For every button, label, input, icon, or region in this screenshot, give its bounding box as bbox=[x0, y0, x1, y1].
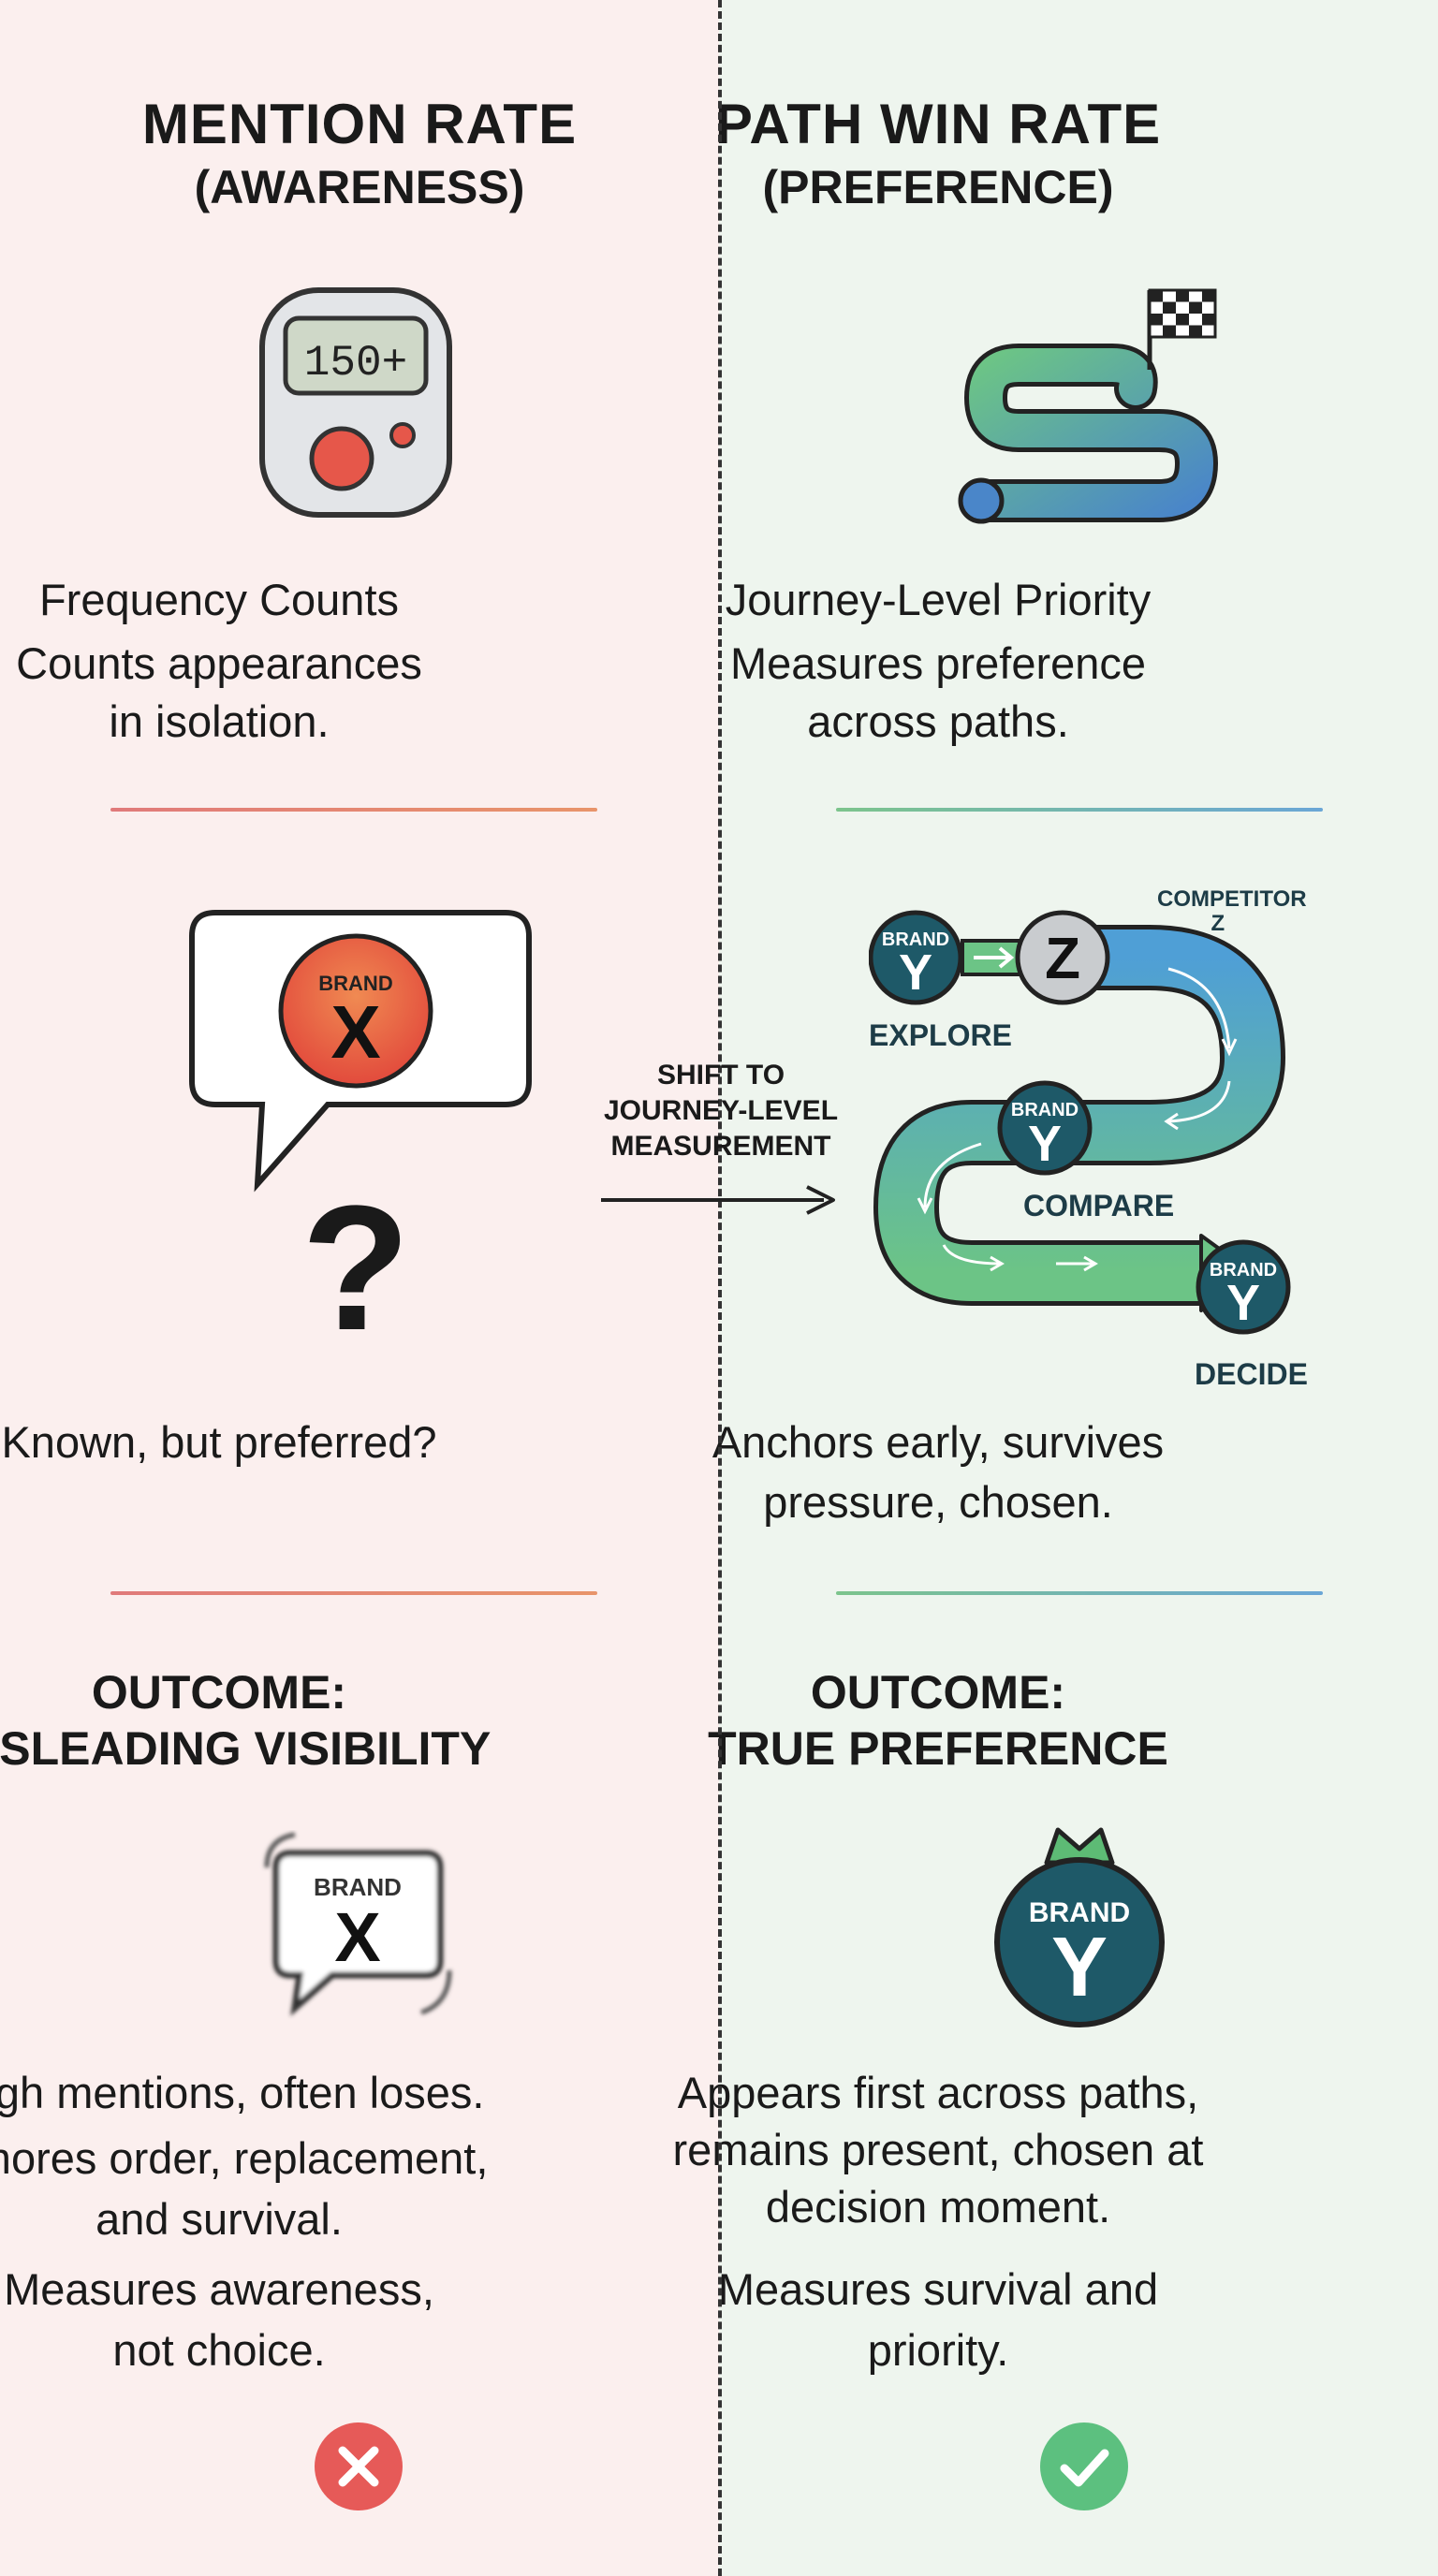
blurred-brand-letter: X bbox=[334, 1898, 380, 1976]
x-circle-icon bbox=[315, 2422, 403, 2510]
crowned-brand-letter: Y bbox=[1051, 1921, 1108, 2014]
decide-brand-y-icon: BRAND Y bbox=[1196, 1239, 1291, 1335]
journey-path-diagram: BRAND Y Z BRAND Y bbox=[869, 910, 1285, 1312]
brand-x-letter: X bbox=[330, 990, 380, 1074]
right-divider-2 bbox=[836, 1591, 1323, 1595]
decide-brand-letter: Y bbox=[1226, 1275, 1260, 1331]
competitor-z-letter: Z bbox=[1045, 927, 1080, 991]
right-outcome-line-5: priority. bbox=[867, 2325, 1009, 2375]
journey-desc-1: Measures preference bbox=[729, 638, 1147, 688]
speech-bubble-icon: BRAND X bbox=[189, 910, 532, 1193]
shift-arrow-icon bbox=[601, 1185, 835, 1215]
tally-counter-icon: 150+ bbox=[259, 287, 452, 518]
path-win-rate-title: PATH WIN RATE bbox=[714, 93, 1162, 155]
explore-brand-letter: Y bbox=[899, 944, 932, 1001]
counter-display: 150+ bbox=[304, 339, 407, 388]
compare-brand-label: BRAND bbox=[1011, 1100, 1078, 1120]
mention-rate-panel: MENTION RATE (AWARENESS) 150+ Frequency … bbox=[0, 0, 719, 2576]
journey-desc-2: across paths. bbox=[807, 696, 1069, 746]
left-divider-2 bbox=[110, 1591, 597, 1595]
left-outcome-title: OUTCOME: bbox=[91, 1666, 347, 1719]
left-outcome-line-3: and survival. bbox=[95, 2194, 343, 2244]
frequency-desc-1: Counts appearances bbox=[16, 638, 422, 688]
step-compare: COMPARE bbox=[1023, 1189, 1175, 1222]
decide-brand-label: BRAND bbox=[1210, 1260, 1277, 1281]
left-outcome-line-1: High mentions, often loses. bbox=[0, 2068, 485, 2117]
winding-path-flag-icon bbox=[958, 288, 1218, 524]
shift-label: SHIFT TO JOURNEY-LEVEL MEASUREMENT bbox=[580, 1058, 861, 1164]
competitor-label-line-1: COMPETITOR bbox=[1157, 886, 1307, 912]
center-dashed-divider bbox=[718, 0, 722, 2576]
right-outcome-line-1: Appears first across paths, bbox=[677, 2068, 1199, 2117]
path-win-rate-panel: PATH WIN RATE (PREFERENCE) Journey-Level… bbox=[673, 0, 1438, 2576]
question-mark-icon: ? bbox=[301, 1169, 411, 1368]
right-outcome-title: OUTCOME: bbox=[810, 1666, 1066, 1719]
right-outcome-line-3: decision moment. bbox=[765, 2182, 1111, 2232]
step-explore: EXPLORE bbox=[869, 1018, 1012, 1052]
shift-label-line-3: MEASUREMENT bbox=[610, 1131, 831, 1162]
compare-brand-letter: Y bbox=[1028, 1116, 1062, 1172]
frequency-heading: Frequency Counts bbox=[38, 575, 400, 624]
right-outcome-line-2: remains present, chosen at bbox=[672, 2125, 1204, 2174]
blurred-brand-x-icon: BRAND X bbox=[264, 1832, 452, 2016]
check-circle-icon bbox=[1040, 2422, 1128, 2510]
left-outcome-line-2: Ignores order, replacement, bbox=[0, 2133, 489, 2183]
path-win-rate-subtitle: (PREFERENCE) bbox=[762, 161, 1114, 213]
left-outcome-line-5: not choice. bbox=[112, 2325, 326, 2375]
right-divider-1 bbox=[836, 808, 1323, 812]
left-divider-1 bbox=[110, 808, 597, 812]
crowned-brand-y-icon: BRAND Y bbox=[994, 1827, 1165, 2027]
journey-heading: Journey-Level Priority bbox=[725, 575, 1152, 624]
explore-brand-label: BRAND bbox=[882, 929, 949, 950]
frequency-desc-2: in isolation. bbox=[109, 696, 330, 746]
blurred-brand-label: BRAND bbox=[314, 1873, 402, 1901]
journey-caption-2: pressure, chosen. bbox=[763, 1477, 1113, 1527]
right-outcome-subtitle: TRUE PREFERENCE bbox=[708, 1722, 1168, 1775]
crowned-brand-label: BRAND bbox=[1029, 1897, 1130, 1928]
mention-rate-subtitle: (AWARENESS) bbox=[194, 161, 525, 213]
shift-label-line-1: SHIFT TO bbox=[656, 1060, 785, 1090]
shift-label-line-2: JOURNEY-LEVEL bbox=[603, 1095, 839, 1126]
right-outcome-line-4: Measures survival and bbox=[717, 2264, 1159, 2314]
brand-x-label: BRAND bbox=[318, 972, 392, 995]
step-decide: DECIDE bbox=[1195, 1357, 1308, 1391]
competitor-label: COMPETITOR Z bbox=[1157, 887, 1307, 936]
competitor-label-line-2: Z bbox=[1211, 911, 1225, 936]
left-outcome-subtitle: MISLEADING VISIBILITY bbox=[0, 1722, 492, 1775]
question-caption: Known, but preferred? bbox=[1, 1417, 437, 1467]
mention-rate-title: MENTION RATE bbox=[141, 93, 578, 155]
left-outcome-line-4: Measures awareness, bbox=[4, 2264, 434, 2314]
journey-caption-1: Anchors early, survives bbox=[712, 1417, 1165, 1467]
